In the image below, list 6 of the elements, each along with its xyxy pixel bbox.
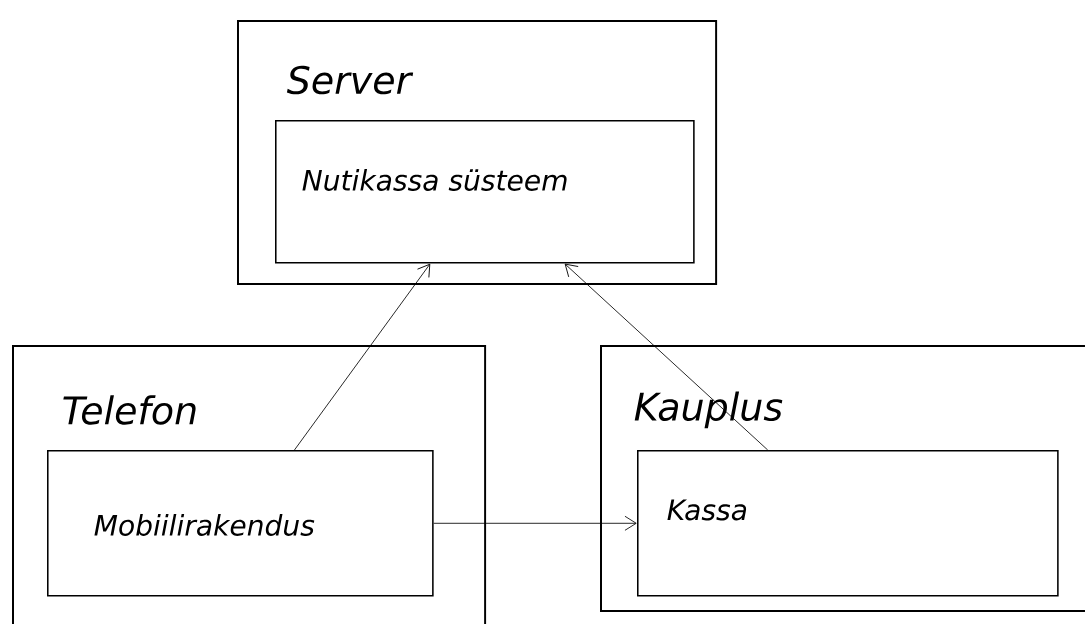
arrow [294,263,431,451]
component-box: Mobiilirakendus [47,450,434,597]
arrow [433,515,637,531]
component-box: Nutikassa süsteem [275,120,695,264]
component-box: Kassa [637,450,1059,597]
arrow [564,263,769,451]
